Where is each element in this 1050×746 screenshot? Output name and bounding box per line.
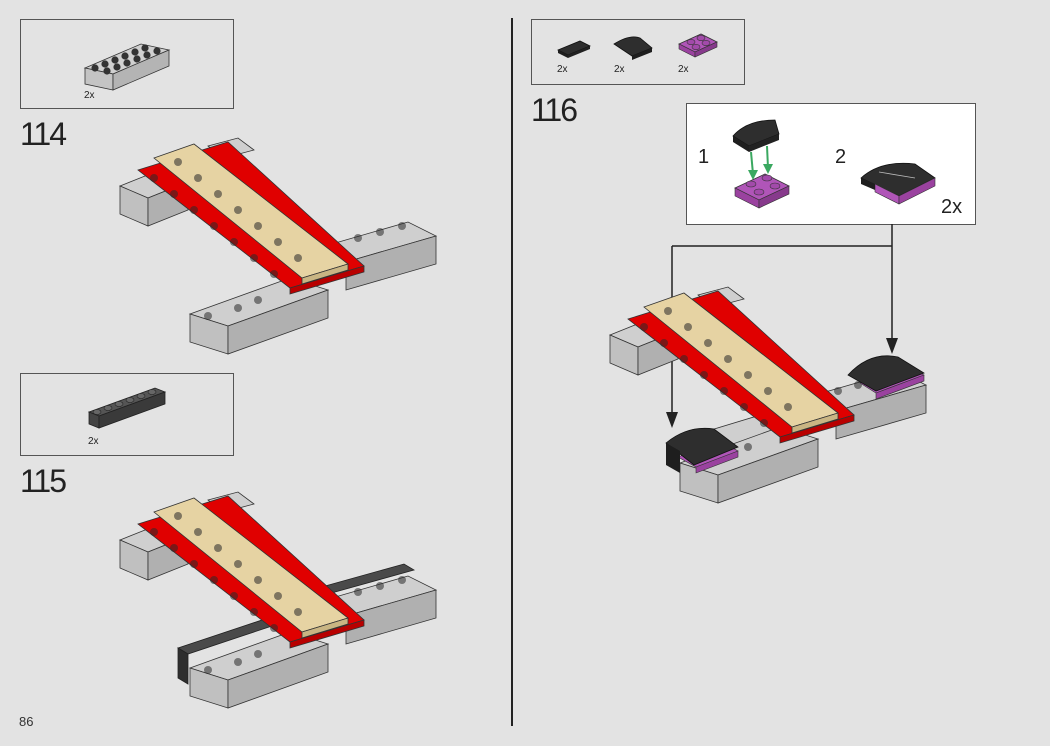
- green-arrow-icon: [748, 145, 773, 180]
- model-step-114: [118, 137, 438, 355]
- part-quantity: 2x: [614, 64, 625, 75]
- step-number-116: 116: [531, 92, 578, 128]
- sub-assembly-callout: 1 2 2x: [686, 103, 976, 225]
- light-gray-brick-2x6-icon: [83, 43, 171, 91]
- part-quantity: 2x: [678, 64, 689, 75]
- page-divider: [511, 18, 513, 726]
- model-step-116: [608, 286, 928, 504]
- substep-quantity: 2x: [941, 196, 963, 218]
- page-number: 86: [19, 714, 34, 729]
- placement-arrows: [666, 224, 898, 428]
- parts-box-step-116: 2x 2x 2x: [531, 19, 745, 85]
- dark-gray-brick-1x6-icon: [87, 387, 167, 429]
- parts-box-step-115: 2x: [20, 373, 234, 456]
- step-number-115: 115: [20, 463, 67, 499]
- part-quantity: 2x: [557, 64, 568, 75]
- substep-number-1: 1: [698, 146, 710, 168]
- parts-box-step-114: 2x: [20, 19, 234, 109]
- part-quantity: 2x: [84, 90, 95, 101]
- model-step-115: [118, 491, 438, 709]
- part-quantity: 2x: [88, 436, 99, 447]
- black-tile-1x2-icon: [557, 40, 591, 58]
- arrow-down-icon: [666, 412, 678, 428]
- arrow-down-icon: [886, 338, 898, 354]
- magenta-plate-2x2-icon: [678, 33, 718, 58]
- substep-1-illustration: [732, 119, 790, 209]
- substep-number-2: 2: [835, 146, 847, 168]
- step-number-114: 114: [20, 116, 67, 152]
- black-curved-slope-2x2-icon: [613, 36, 653, 60]
- substep-2-illustration: [860, 162, 936, 205]
